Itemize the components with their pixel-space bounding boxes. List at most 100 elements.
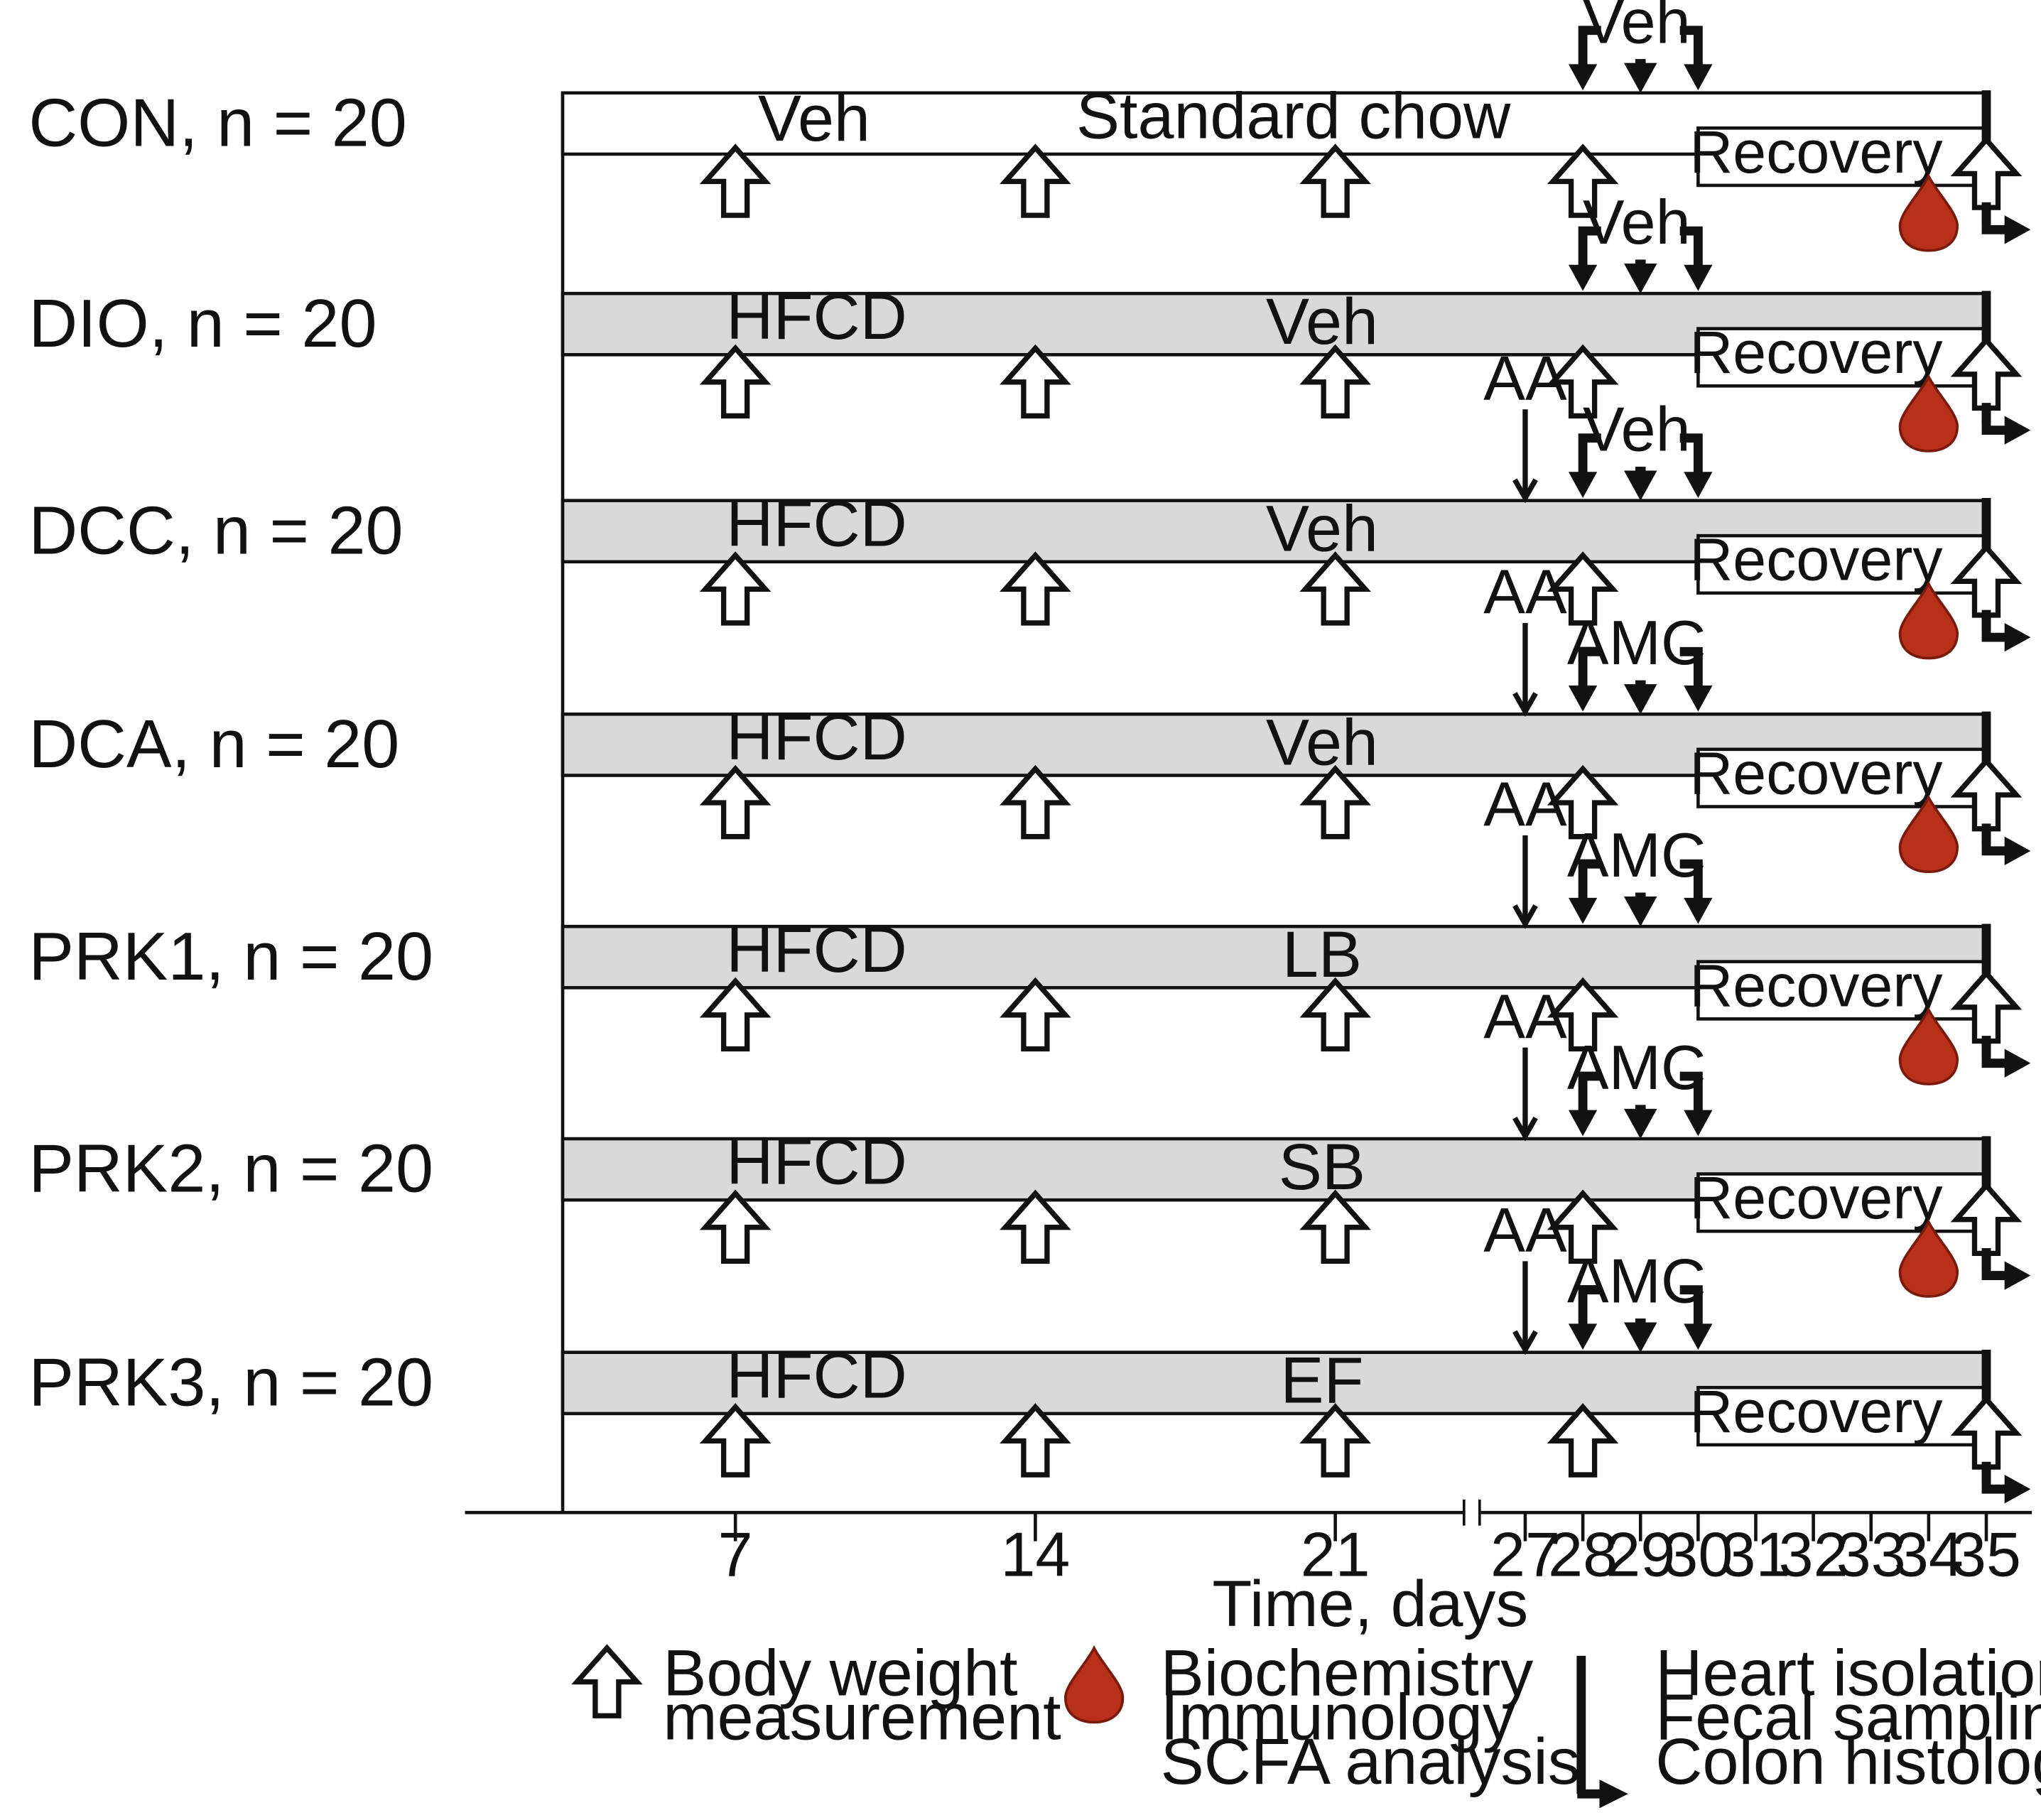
body-weight-icon	[1005, 769, 1065, 836]
pre-dose-arrow-head	[1512, 1116, 1538, 1142]
course-label: Veh	[1583, 187, 1691, 257]
course-bracket-left	[1578, 646, 1601, 688]
course-arrowhead	[1568, 685, 1598, 712]
group-label: CON, n = 20	[28, 85, 407, 161]
treatment-label: Veh	[758, 82, 870, 155]
endpoint-arrowhead	[2004, 1261, 2031, 1290]
endpoint-arrowhead	[2004, 1475, 2031, 1504]
recovery-box	[1696, 1385, 1988, 1447]
body-weight-icon	[1305, 348, 1365, 416]
treatment-label: EF	[1280, 1345, 1363, 1417]
legend-endpoint-text: Colon histology	[1655, 1726, 2041, 1798]
legend-endpoint-arrowhead	[1599, 1780, 1628, 1809]
group-label: DIO, n = 20	[28, 286, 377, 362]
course-bracket-right	[1679, 26, 1703, 67]
course-arrowhead	[1684, 472, 1713, 498]
recovery-box	[1696, 1172, 1988, 1233]
treatment-label: SB	[1279, 1131, 1365, 1203]
blood-drop-icon	[1898, 796, 1959, 873]
recovery-box	[1696, 533, 1988, 595]
course-mid-arrow-head	[1623, 896, 1657, 927]
pre-dose-label: AA	[1483, 557, 1567, 627]
endpoint-elbow	[1981, 610, 2008, 642]
endpoint-elbow	[1981, 1248, 2008, 1280]
course-arrowhead	[1684, 897, 1713, 924]
axis-tick-label: 21	[1301, 1519, 1370, 1589]
body-weight-icon	[1005, 148, 1065, 215]
endpoint-elbow	[1981, 1461, 2008, 1494]
recovery-label: Recovery	[1689, 319, 1942, 386]
treatment-label: LB	[1282, 919, 1362, 991]
legend-blood-text: SCFA analysis	[1161, 1726, 1581, 1798]
group-label: PRK2, n = 20	[28, 1132, 433, 1207]
body-weight-icon	[1005, 1407, 1065, 1475]
endpoint-arrowhead	[2004, 836, 2031, 865]
endpoint-arrowhead	[2004, 215, 2031, 244]
recovery-label: Recovery	[1689, 526, 1942, 593]
course-label: Veh	[1583, 0, 1691, 57]
recovery-label: Recovery	[1689, 952, 1942, 1019]
pre-dose-arrow-head	[1512, 1330, 1538, 1355]
diet-label: HFCD	[726, 914, 907, 986]
course-bracket-right	[1679, 1285, 1703, 1327]
pre-dose-arrow-head	[1512, 478, 1538, 504]
group-label: DCC, n = 20	[28, 493, 403, 568]
diet-label: Standard chow	[1076, 80, 1511, 152]
axis-title: Time, days	[1212, 1568, 1528, 1640]
course-arrowhead	[1568, 64, 1598, 91]
course-arrowhead	[1684, 264, 1713, 291]
diet-label: HFCD	[726, 1339, 907, 1412]
recovery-label: Recovery	[1689, 119, 1942, 185]
course-arrowhead	[1568, 897, 1598, 924]
body-weight-icon	[705, 556, 765, 623]
pre-dose-label: AA	[1483, 343, 1567, 413]
legend-endpoint-text: Heart isolation	[1655, 1637, 2041, 1709]
endpoint-elbow	[1981, 403, 2008, 435]
axis-tick-label: 28	[1548, 1519, 1618, 1589]
pre-dose-label: AA	[1483, 981, 1567, 1051]
group-label: PRK1, n = 20	[28, 919, 433, 995]
axis-tick-label: 31	[1721, 1519, 1791, 1589]
course-bracket-left	[1578, 433, 1601, 475]
axis-tick-label: 14	[1000, 1519, 1070, 1589]
course-bracket-left	[1578, 226, 1601, 268]
recovery-box	[1696, 960, 1988, 1021]
course-bracket-right	[1679, 646, 1703, 688]
body-weight-icon	[1305, 148, 1365, 215]
treatment-label: Veh	[1266, 493, 1378, 565]
blood-drop-icon	[1898, 583, 1959, 660]
axis-tick-label: 32	[1779, 1519, 1848, 1589]
recovery-box	[1696, 126, 1988, 188]
diet-label: HFCD	[726, 1126, 907, 1198]
axis-tick-label: 33	[1836, 1519, 1906, 1589]
diet-label: HFCD	[726, 701, 907, 774]
axis-tick-label: 34	[1894, 1519, 1964, 1589]
course-arrowhead	[1684, 685, 1713, 712]
endpoint-elbow	[1981, 202, 2008, 234]
course-bracket-left	[1578, 859, 1601, 901]
body-weight-icon	[1305, 1193, 1365, 1261]
course-bracket-left	[1578, 26, 1601, 67]
recovery-box	[1696, 327, 1988, 388]
body-weight-icon	[1305, 769, 1365, 836]
legend-weight-text: measurement	[663, 1681, 1061, 1754]
body-weight-icon	[1005, 1193, 1065, 1261]
course-label: AMC	[1567, 607, 1706, 678]
axis-tick-label: 30	[1663, 1519, 1733, 1589]
body-weight-icon	[1305, 981, 1365, 1049]
course-mid-arrow-head	[1623, 684, 1657, 715]
body-weight-icon	[1305, 556, 1365, 623]
blood-drop-icon	[1898, 175, 1959, 252]
course-mid-arrow-head	[1623, 470, 1657, 501]
course-arrowhead	[1568, 264, 1598, 291]
axis-tick-label: 27	[1490, 1519, 1560, 1589]
legend-blood-text: Immunology	[1161, 1681, 1515, 1754]
recovery-label: Recovery	[1689, 1378, 1942, 1445]
course-arrowhead	[1568, 1323, 1598, 1350]
endpoint-elbow	[1981, 1036, 2008, 1068]
